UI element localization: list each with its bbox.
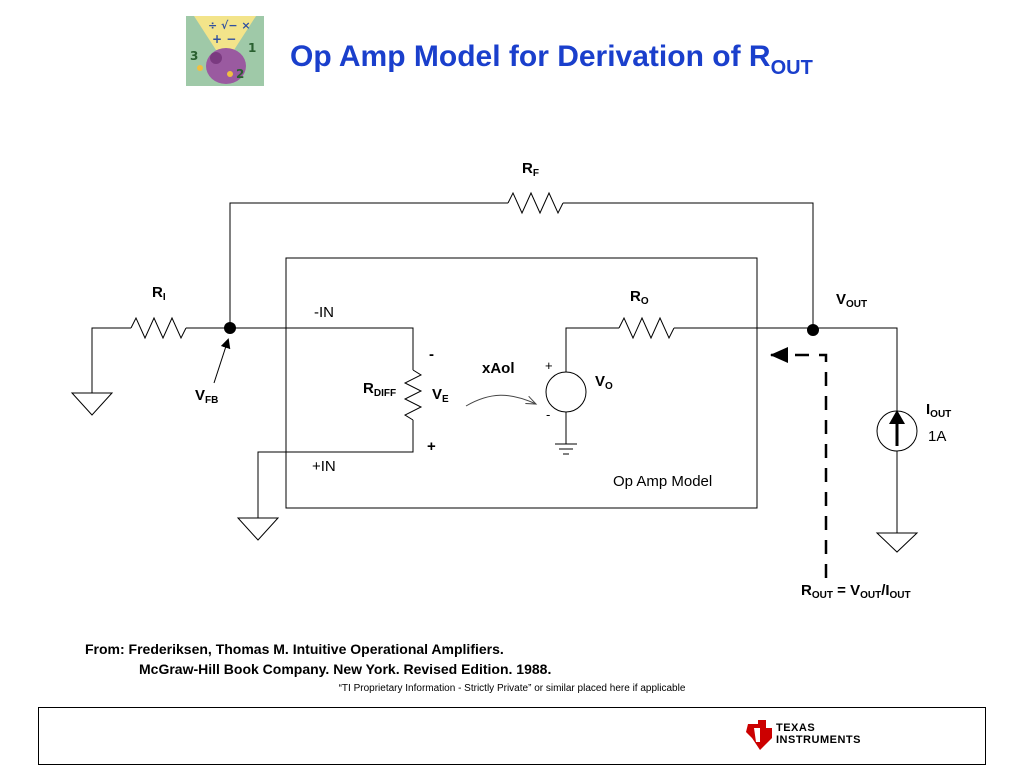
logo-digit-one: 1 — [248, 41, 256, 55]
source-line-2: McGraw-Hill Book Company. New York. Revi… — [139, 661, 552, 677]
minus-sign-label: - — [429, 346, 434, 363]
ri-ground-wire — [91, 327, 131, 393]
vo-minus-label: - — [546, 407, 551, 422]
iout-label: IOUT — [926, 401, 952, 420]
rout-arrowhead — [770, 347, 788, 363]
vo-ground-symbol — [555, 443, 577, 455]
rout-dashed-line — [770, 353, 828, 578]
ti-brand-line-2: Instruments — [776, 734, 861, 746]
xaol-label: xAol — [482, 360, 515, 377]
rout-formula: ROUT = VOUT/IOUT — [801, 582, 911, 601]
page-title: Op Amp Model for Derivation of ROUT — [290, 40, 813, 80]
math-head-logo: ÷ √− × + − 1 2 3 — [186, 16, 264, 86]
rf-wire — [229, 202, 508, 328]
proprietary-notice: “TI Proprietary Information - Strictly P… — [338, 683, 686, 694]
neg-in-wire — [230, 327, 414, 370]
rdiff-label: RDIFF — [363, 380, 397, 399]
ve-label: VE — [432, 386, 449, 405]
source-line-1: From: Frederiksen, Thomas M. Intuitive O… — [85, 641, 504, 657]
ri-label: RI — [152, 284, 166, 303]
title-main: Op Amp Model for Derivation of R — [290, 40, 771, 73]
logo-digit-three: 3 — [190, 49, 198, 63]
plus-sign-label: + — [427, 438, 436, 455]
logo-digit-two: 2 — [236, 67, 244, 81]
ro-label: RO — [630, 288, 649, 307]
rf-label: RF — [522, 160, 539, 179]
rf-wire-right — [563, 202, 814, 328]
op-amp-model-box — [285, 257, 758, 509]
pos-in-label: +IN — [312, 458, 336, 475]
vfb-label: VFB — [195, 387, 219, 406]
ground-right — [875, 532, 919, 553]
ti-logo-icon — [746, 720, 772, 750]
logo-symbols-mid: + − — [212, 32, 236, 46]
ground-mid — [236, 517, 280, 541]
vout-wire — [813, 327, 898, 411]
ti-brand: Texas Instruments — [776, 722, 861, 746]
op-amp-model-label: Op Amp Model — [613, 473, 713, 490]
iout-value: 1A — [928, 428, 947, 445]
logo-symbols-top: ÷ √− × — [208, 19, 251, 32]
footer-box — [38, 707, 986, 765]
gain-arrow — [465, 394, 536, 407]
neg-in-label: -IN — [314, 304, 334, 321]
title-subscript: OUT — [770, 57, 813, 79]
ro-resistor — [618, 316, 675, 340]
source-citation: From: Frederiksen, Thomas M. Intuitive O… — [85, 639, 551, 679]
node-vfb — [224, 322, 236, 334]
vfb-arrow — [213, 338, 231, 384]
vo-top-wire — [565, 327, 619, 372]
vo-label: VO — [595, 373, 613, 392]
ti-brand-line-1: Texas — [776, 722, 816, 734]
iout-arrowhead — [889, 410, 905, 424]
vout-label: VOUT — [836, 291, 868, 310]
rdiff-resistor — [403, 369, 423, 421]
node-vout — [807, 324, 819, 336]
pos-in-wire — [257, 420, 414, 518]
vo-source — [545, 371, 587, 413]
rf-resistor — [507, 191, 564, 215]
ground-left — [70, 392, 114, 416]
ri-resistor — [130, 316, 187, 340]
vo-plus-label: + — [545, 358, 553, 373]
